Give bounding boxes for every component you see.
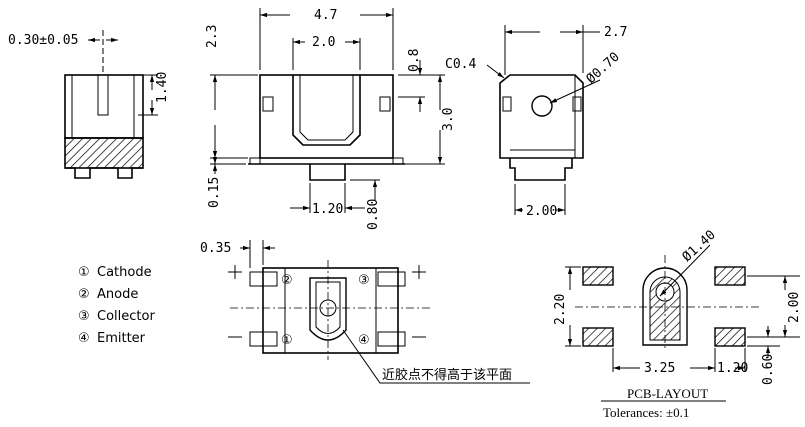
- legend-num-4: ④: [78, 331, 90, 346]
- pcb-pad: [714, 327, 746, 347]
- dimension-labels: 0.30±0.05 1.40 4.7 2.0 2.3 0.8 3.0 0.15 …: [8, 8, 627, 256]
- dim-body-height: 3.0: [441, 108, 456, 131]
- pcb-row-spacing: 2.00: [787, 292, 802, 323]
- pcb-pad-width: 1.20: [717, 361, 748, 376]
- pin-number: ④: [358, 333, 370, 348]
- hatched-section: [64, 137, 144, 169]
- dim-hole-diameter: Ø0.70: [584, 50, 623, 87]
- pcb-pad: [582, 266, 614, 286]
- dim-lens-height: 0.80: [366, 199, 381, 230]
- side-view-left: [64, 30, 158, 179]
- legend-num-3: ③: [78, 309, 90, 324]
- pcb-tolerance: Tolerances: ±0.1: [603, 405, 689, 420]
- pin-legend: ① Cathode ② Anode ③ Collector ④ Emitter: [78, 265, 155, 346]
- note-text: 近胶点不得高于该平面: [382, 367, 512, 383]
- dim-side-width: 2.00: [526, 204, 557, 219]
- pin-numbers: ② ③ ① ④: [281, 273, 370, 348]
- dim-inner-width: 2.0: [312, 35, 335, 50]
- dim-lead-width: 0.30±0.05: [8, 33, 78, 48]
- pcb-title: PCB-LAYOUT: [627, 386, 708, 401]
- legend-cathode: Cathode: [97, 265, 152, 280]
- pin-number: ①: [281, 333, 293, 348]
- dim-top-offset: 0.8: [407, 49, 422, 72]
- legend-num-1: ①: [78, 265, 90, 280]
- legend-num-2: ②: [78, 287, 90, 302]
- dim-lead-length: 1.40: [155, 72, 170, 103]
- legend-anode: Anode: [97, 287, 138, 302]
- bottom-view: [228, 240, 530, 384]
- pin-number: ②: [281, 273, 293, 288]
- dim-width: 4.7: [314, 8, 337, 23]
- pcb-pitch: 3.25: [644, 361, 675, 376]
- legend-emitter: Emitter: [97, 331, 146, 346]
- dim-height: 2.3: [205, 25, 220, 48]
- front-view: [210, 8, 445, 213]
- legend-collector: Collector: [97, 309, 155, 324]
- dim-side-depth: 2.7: [604, 25, 627, 40]
- pcb-pad: [582, 327, 614, 347]
- pcb-pad: [714, 266, 746, 286]
- pcb-height: 2.20: [553, 294, 568, 325]
- dim-pad-offset: 0.35: [200, 241, 231, 256]
- dim-lead-thickness: 0.15: [207, 177, 222, 208]
- pcb-diameter: Ø1.40: [680, 228, 719, 265]
- pcb-pad-height: 0.60: [761, 354, 776, 385]
- dim-chamfer: C0.4: [445, 57, 476, 72]
- mounting-hole: [531, 95, 553, 117]
- side-view-right: [486, 25, 601, 215]
- dim-lens-width: 1.20: [312, 202, 343, 217]
- pcb-layout: [565, 244, 800, 402]
- pin-number: ③: [358, 273, 370, 288]
